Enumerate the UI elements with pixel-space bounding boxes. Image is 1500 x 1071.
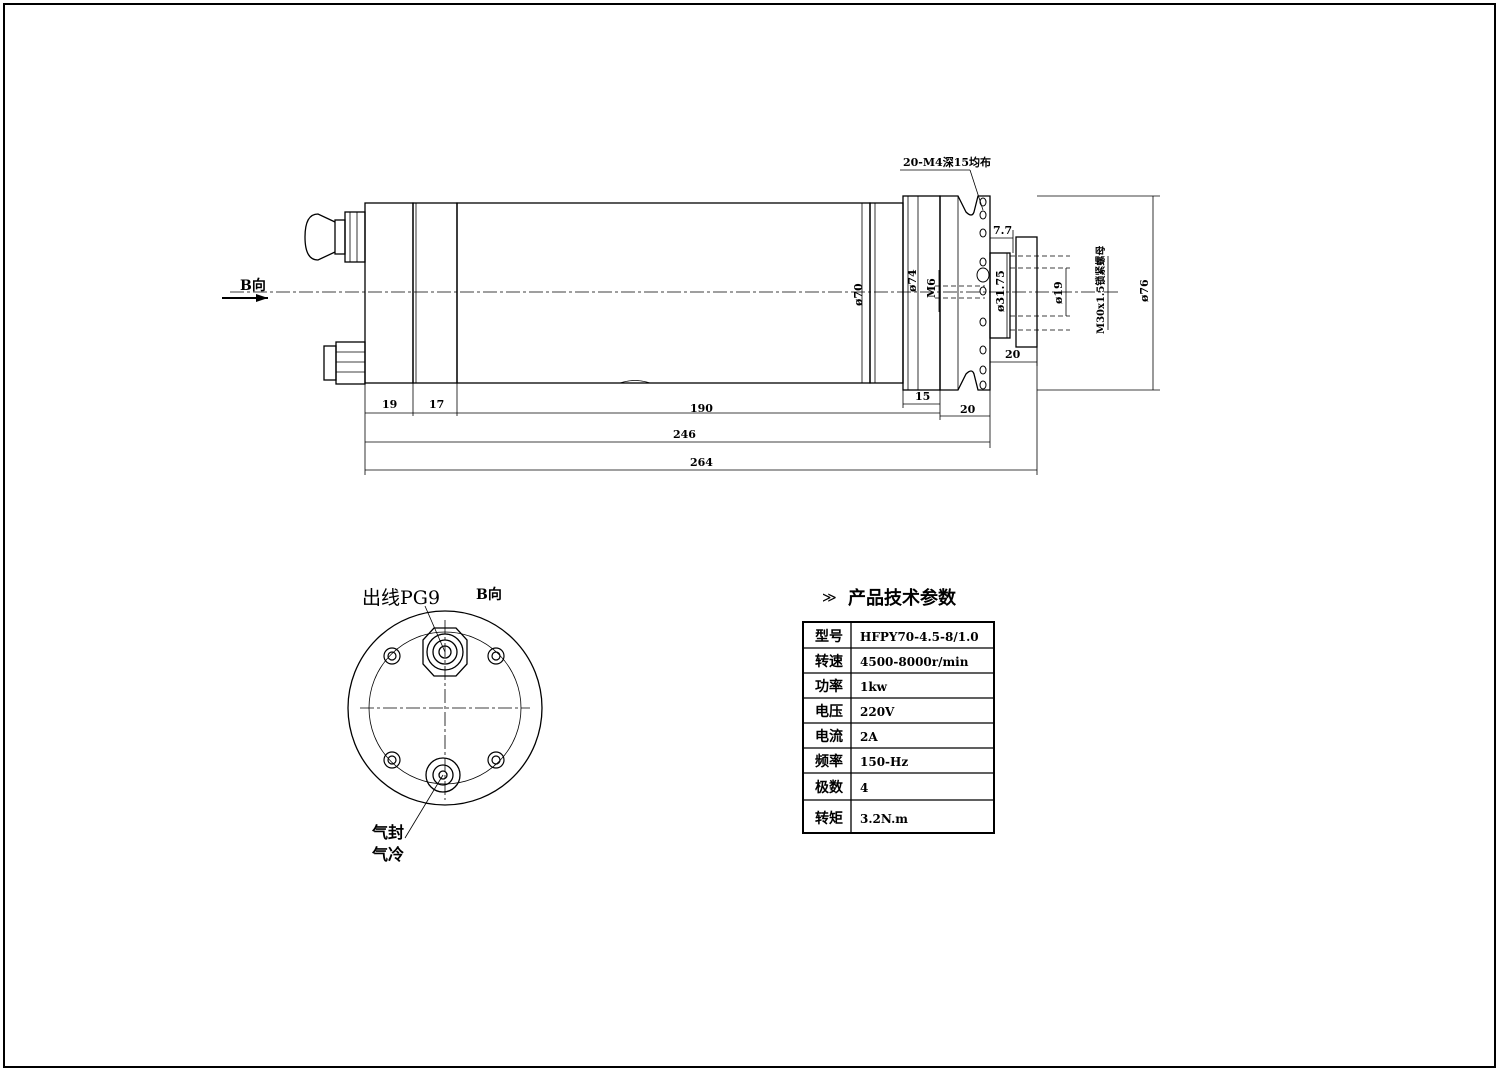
- side_view-dims-d31_75: ø31.75: [994, 270, 1007, 312]
- end-outline: [347, 610, 543, 806]
- specs-rows-6-value: 4: [860, 781, 868, 795]
- side_view-dims-w7_7: 7.7: [993, 224, 1012, 237]
- spec-title: 产品技术参数: [848, 587, 957, 609]
- specs-rows-7-label: 转矩: [815, 810, 843, 827]
- sheet-border: [3, 3, 1496, 1068]
- specs-rows-4-label: 电流: [815, 728, 843, 745]
- side_view-dims-d70: ø70: [852, 283, 865, 306]
- end-view-b: 出线PG9 B向 气封 气冷: [347, 586, 543, 864]
- shaft-face: [989, 252, 1011, 339]
- specs-rows-4-value: 2A: [860, 730, 878, 744]
- view-arrow-b: B向: [222, 277, 268, 302]
- front-cap: [939, 195, 991, 391]
- side_view-dims-l19: 19: [382, 398, 397, 411]
- air-fitting: [323, 341, 366, 385]
- end_view-air_seal_label: 气封: [371, 823, 404, 842]
- side_view-dims-d74: ø74: [906, 269, 919, 292]
- specs-rows-5-value: 150-Hz: [860, 755, 908, 769]
- side_view-callout_holes: 20-M4深15均布: [903, 155, 991, 169]
- specs-rows-0-value: HFPY70-4.5-8/1.0: [860, 630, 979, 644]
- specs-rows-2-value: 1kw: [860, 680, 888, 694]
- side_view-dims-m30: M30x1.5锁紧螺母: [1094, 246, 1107, 334]
- specs-rows-5-label: 频率: [815, 753, 843, 770]
- specs-rows-1-label: 转速: [815, 653, 843, 670]
- side_view-view_arrow_label: B向: [240, 277, 266, 294]
- specs-rows-2-label: 功率: [815, 678, 843, 695]
- end_view-air_cool_label: 气冷: [371, 845, 404, 864]
- specs-rows-6-label: 极数: [815, 779, 844, 796]
- pg9-port: [422, 627, 468, 677]
- side_view-dims-w20_nut: 20: [1005, 348, 1021, 361]
- m4-holes: [976, 197, 990, 390]
- side_view-dims-l20: 20: [960, 403, 976, 416]
- pg9-cable-gland: [304, 211, 366, 263]
- specs-rows-3-value: 220V: [860, 705, 895, 719]
- side_view-dims-l15: 15: [915, 390, 930, 403]
- side_view-dims-d19: ø19: [1052, 281, 1065, 304]
- specs-rows-3-label: 电压: [815, 703, 843, 720]
- side_view-dims-d76: ø76: [1138, 279, 1151, 302]
- specs-rows-0-label: 型号: [815, 628, 843, 645]
- specs-rows-1-value: 4500-8000r/min: [860, 655, 969, 669]
- chevron-down-icon: ≫: [822, 590, 837, 606]
- end_view-cable_label: 出线PG9: [362, 587, 440, 609]
- specs-rows-7-value: 3.2N.m: [860, 812, 908, 826]
- side_view-dims-l190: 190: [690, 402, 713, 415]
- side_view-dims-l246: 246: [673, 428, 696, 441]
- side_view-dims-l17: 17: [429, 398, 444, 411]
- side_view-dims-l264: 264: [690, 456, 713, 469]
- motor-housing: [456, 202, 871, 384]
- side_view-dims-m6: M6: [925, 278, 938, 298]
- spindle-side-view: B向: [222, 155, 1160, 475]
- lock-nut: [1015, 236, 1038, 348]
- air-port: [425, 757, 461, 793]
- mount-holes: [383, 647, 505, 769]
- end_view-view_label: B向: [476, 586, 502, 603]
- spec-table: ≫ 产品技术参数 型号 HFPY70-4.5-8/1.0 转速 4500-8000r…: [802, 587, 995, 834]
